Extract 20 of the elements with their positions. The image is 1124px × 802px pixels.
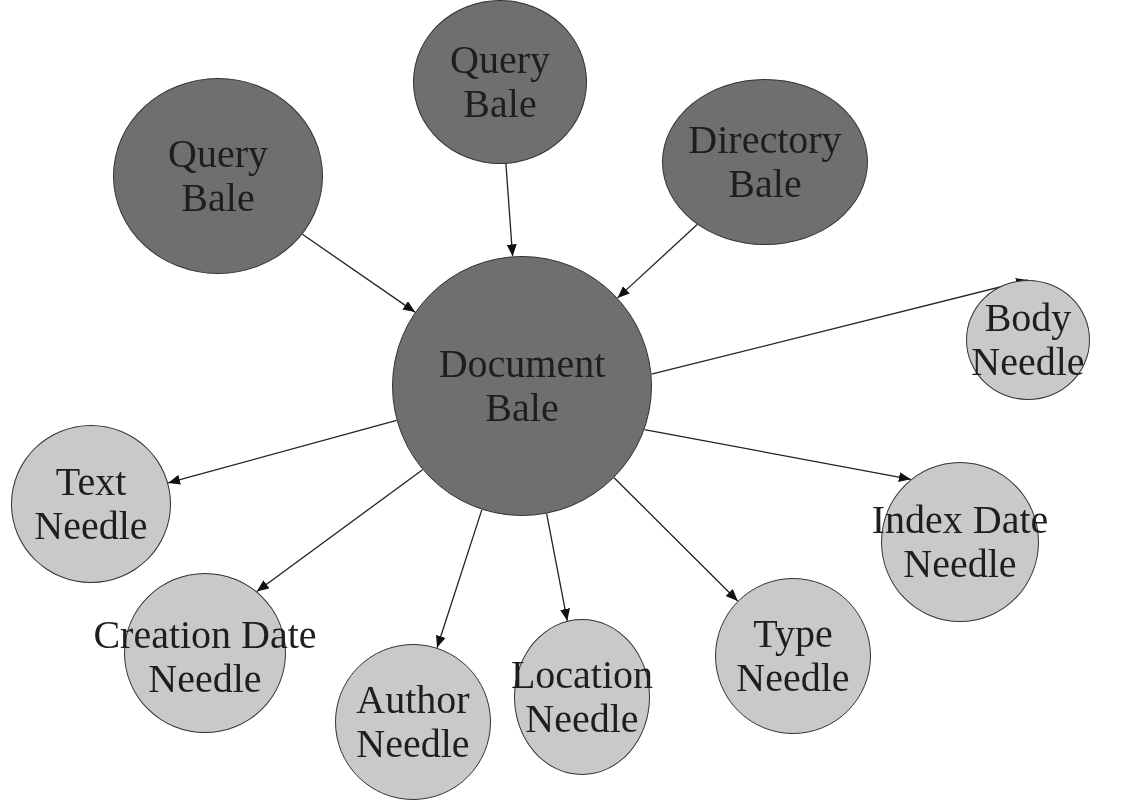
arrow (546, 513, 570, 622)
node-label: Type Needle (735, 612, 851, 700)
arrow (505, 163, 517, 257)
node-label: Directory Bale (687, 118, 843, 206)
node-label: Index Date Needle (870, 498, 1050, 586)
node-label: Document Bale (437, 342, 607, 430)
arrow (616, 223, 698, 299)
arrow (643, 428, 912, 483)
node-label: Creation Date Needle (92, 613, 318, 701)
node-label: Location Needle (509, 653, 655, 741)
arrow (256, 469, 424, 593)
arrow (436, 509, 483, 649)
node-label: Text Needle (33, 460, 149, 548)
node-label: Body Needle (970, 296, 1086, 384)
node-label: Query Bale (449, 38, 551, 126)
node-label: Query Bale (167, 132, 269, 220)
node-label: Author Needle (355, 678, 471, 766)
arrow (613, 477, 739, 602)
arrow (301, 233, 416, 313)
arrow (167, 419, 398, 485)
